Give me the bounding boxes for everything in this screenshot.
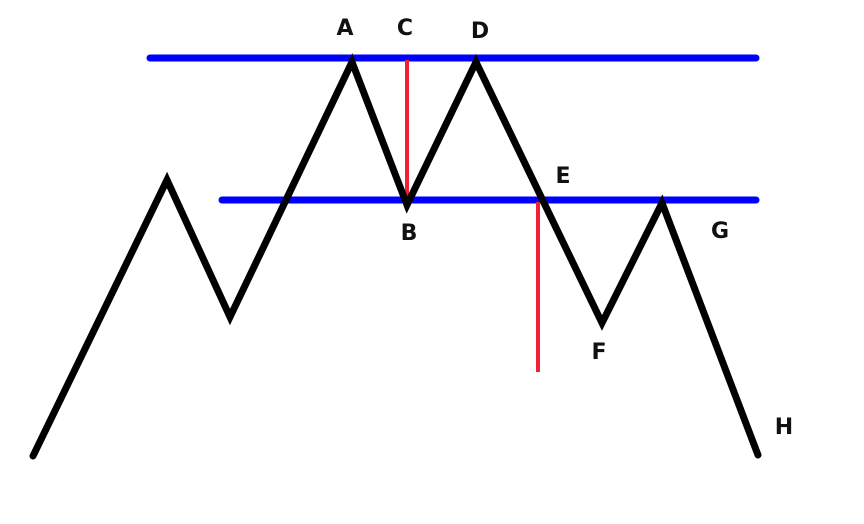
label-e: E: [555, 164, 570, 189]
price-path: [29, 53, 762, 460]
label-a: A: [336, 16, 353, 41]
label-g: G: [711, 219, 729, 244]
label-c: C: [397, 16, 413, 41]
label-h: H: [775, 415, 793, 440]
label-b: B: [401, 221, 418, 246]
label-f: F: [591, 340, 606, 365]
label-d: D: [471, 19, 489, 44]
